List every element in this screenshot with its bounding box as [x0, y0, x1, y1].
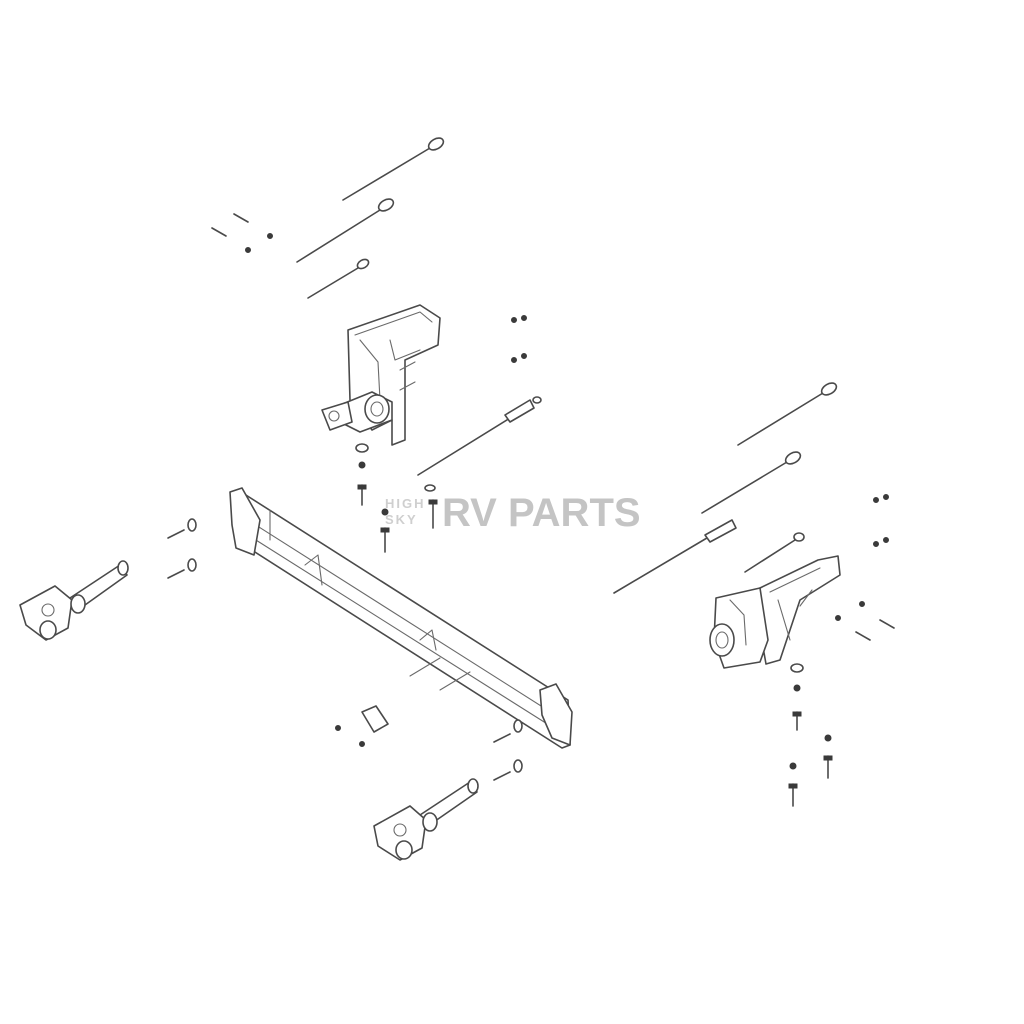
crossbar-left-bolts: [167, 518, 197, 579]
main-crossbar: [229, 487, 573, 749]
top-rod-2: [296, 198, 395, 263]
upper-right-nuts: [511, 315, 527, 363]
bottom-small-plate: [335, 705, 389, 747]
top-left-bolt-set: [211, 213, 273, 253]
right-rod-1: [737, 382, 838, 446]
top-rod-3: [307, 258, 370, 299]
bottom-arm-bolts: [493, 719, 523, 781]
top-rod-1: [342, 137, 445, 201]
right-bracket-hardware: [788, 663, 833, 807]
watermark-line2: SKY: [385, 512, 418, 527]
watermark-logo: HIGH SKY RV PARTS: [385, 491, 641, 535]
right-rod-3: [613, 519, 737, 594]
upper-angled-rod: [417, 396, 542, 476]
right-nuts: [835, 494, 895, 641]
watermark-brand: RV PARTS: [442, 491, 641, 535]
upper-mount-bracket: [321, 304, 441, 446]
right-rod-2: [701, 451, 802, 514]
right-rod-4: [744, 532, 805, 573]
upper-bracket-hardware: [355, 443, 438, 553]
bottom-tow-arm: [373, 778, 479, 861]
left-tow-arm: [19, 560, 129, 641]
right-mount-bracket: [709, 555, 841, 669]
watermark-line1: HIGH: [385, 496, 426, 511]
